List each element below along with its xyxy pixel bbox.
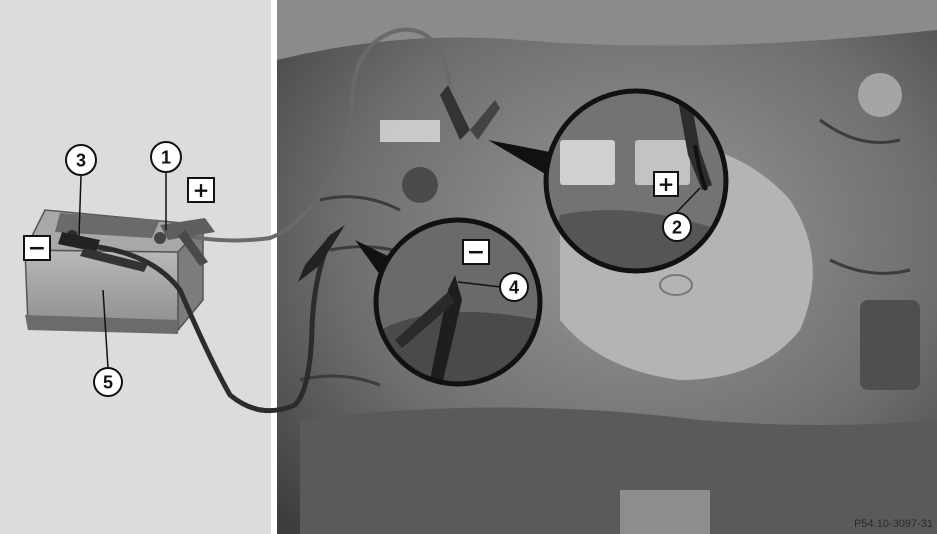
callout-2-number: 2 xyxy=(672,218,682,238)
ground-minus-sign: − xyxy=(463,240,489,265)
callout-3-number: 3 xyxy=(76,151,86,171)
svg-text:+: + xyxy=(193,178,210,202)
callout-5: 5 xyxy=(94,368,122,396)
strut-mount xyxy=(402,167,438,203)
svg-text:−: − xyxy=(28,236,46,261)
reservoir-cap xyxy=(858,73,902,117)
callout-3: 3 xyxy=(66,145,96,175)
terminal-plus-sign: + xyxy=(654,172,678,196)
battery-positive-terminal xyxy=(154,232,166,244)
callout-5-number: 5 xyxy=(103,373,113,393)
callout-2: 2 xyxy=(663,213,691,241)
callout-1: 1 xyxy=(151,142,181,172)
callout-4: 4 xyxy=(500,273,528,301)
battery-plus-sign: + xyxy=(188,178,214,202)
svg-text:+: + xyxy=(658,172,675,196)
callout-4-number: 4 xyxy=(509,278,519,298)
battery-minus-sign: − xyxy=(24,236,50,261)
reference-code: P54.10-3097-31 xyxy=(854,518,933,530)
svg-text:−: − xyxy=(467,240,485,265)
callout-1-number: 1 xyxy=(161,148,171,168)
fuse-box-label xyxy=(380,120,440,142)
front-grille xyxy=(620,490,710,534)
panel-divider xyxy=(271,0,277,534)
